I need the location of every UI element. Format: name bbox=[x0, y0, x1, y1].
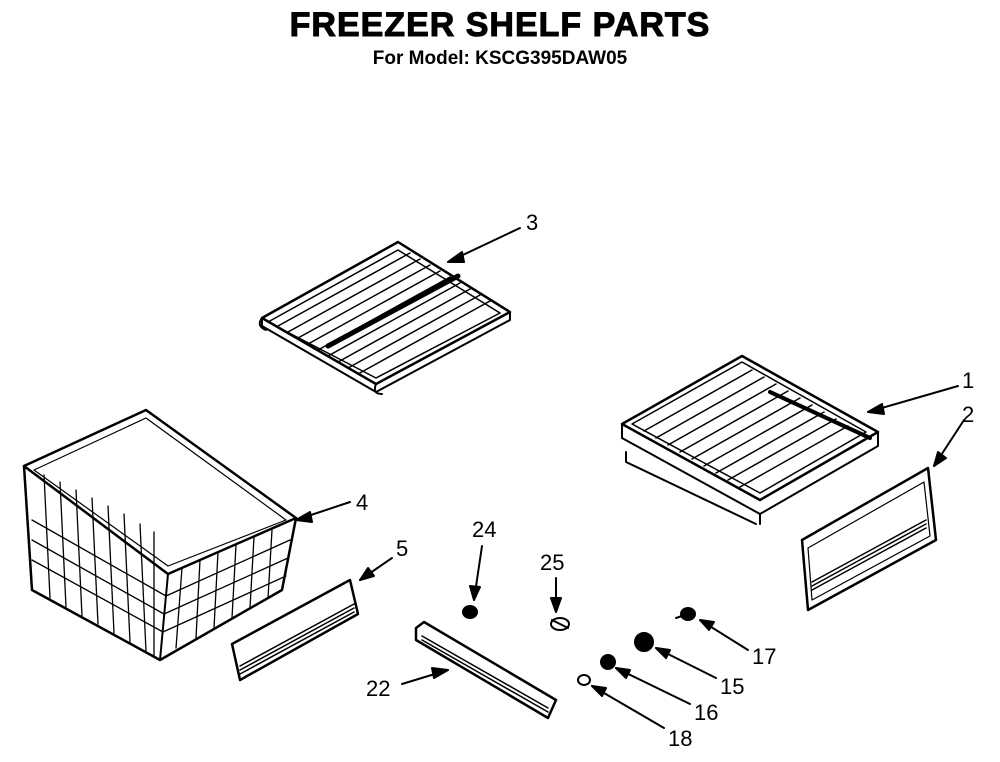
part-4-wire-basket bbox=[22, 408, 298, 662]
part-17-screw bbox=[675, 607, 696, 621]
diagram-title: FREEZER SHELF PARTS bbox=[289, 6, 711, 45]
callout-18: 18 bbox=[668, 726, 692, 751]
callout-17: 17 bbox=[752, 644, 776, 669]
part-2-shelf-trim bbox=[800, 466, 938, 612]
callout-5: 5 bbox=[396, 536, 408, 561]
part-3-wire-shelf bbox=[258, 240, 512, 395]
callout-22: 22 bbox=[366, 676, 390, 701]
part-16-spacer bbox=[600, 654, 616, 670]
callout-15: 15 bbox=[720, 674, 744, 699]
part-24-bumper bbox=[462, 605, 478, 619]
callout-25: 25 bbox=[540, 550, 564, 575]
callout-1: 1 bbox=[962, 368, 974, 393]
callout-16: 16 bbox=[694, 700, 718, 725]
callout-4: 4 bbox=[356, 490, 368, 515]
part-15-roller bbox=[634, 632, 654, 652]
callout-2: 2 bbox=[962, 402, 974, 427]
callout-24: 24 bbox=[472, 517, 496, 542]
model-subtitle: For Model: KSCG395DAW05 bbox=[372, 48, 628, 69]
leader-lines bbox=[295, 227, 965, 729]
part-22-slide-rail bbox=[414, 620, 558, 720]
callout-3: 3 bbox=[526, 210, 538, 235]
part-5-basket-trim bbox=[230, 578, 360, 682]
part-25-screw bbox=[550, 617, 570, 631]
part-18-washer bbox=[577, 674, 591, 686]
part-1-freezer-shelf bbox=[620, 354, 880, 525]
